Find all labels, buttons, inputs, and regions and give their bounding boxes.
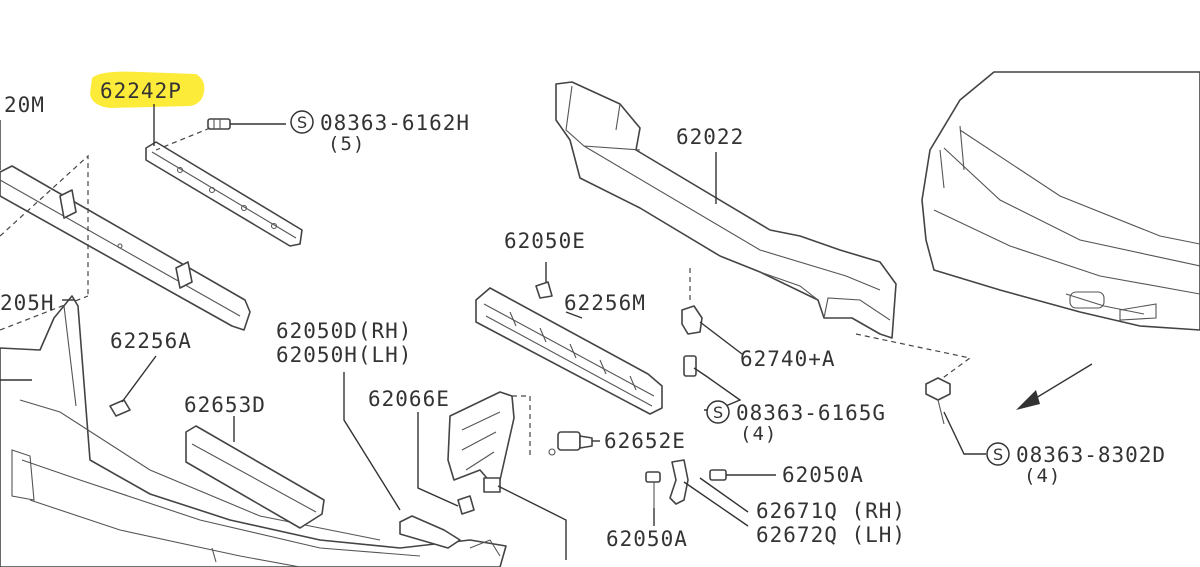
bracket-62050d-h (399, 515, 501, 557)
link-62671q (669, 459, 689, 505)
bumper-absorber-62022 (555, 81, 897, 339)
label-08363-6162h-qty: (5) (328, 133, 365, 155)
screw-08363-6162h (207, 118, 231, 130)
label-62050a-lower: 62050A (606, 527, 688, 551)
grille-insert-62653d (185, 425, 325, 529)
screw-62256a (109, 399, 131, 417)
s-mark-2-text: S (713, 403, 723, 422)
highlight-marker (90, 71, 205, 108)
bolt-08363-8302d (925, 377, 951, 425)
clip-62050e (535, 281, 553, 299)
label-62050h: 62050H(LH) (276, 343, 412, 367)
bracket-62740a (681, 305, 703, 377)
label-62022: 62022 (676, 125, 744, 149)
s-mark-2 (706, 400, 730, 424)
connector-62652e (548, 431, 593, 456)
label-62672q: 62672Q (LH) (756, 523, 906, 547)
clip-62050a-right (709, 469, 727, 481)
s-mark-1-text: S (297, 113, 307, 132)
grille-bracket-62256m (475, 287, 663, 415)
label-62050d: 62050D(RH) (276, 319, 412, 343)
s-mark-1 (290, 110, 314, 134)
label-08363-6162h: 08363-6162H (320, 111, 470, 135)
label-62653d: 62653D (184, 393, 266, 417)
label-62256m: 62256M (564, 291, 646, 315)
label-62066e: 62066E (368, 387, 450, 411)
label-62242p: 62242P (100, 79, 182, 103)
label-20m: 20M (4, 93, 45, 117)
label-08363-8302d: 08363-8302D (1016, 443, 1166, 467)
label-62740a: 62740+A (740, 347, 836, 371)
bracket-62242p (145, 141, 303, 247)
label-62671q: 62671Q (RH) (756, 499, 906, 523)
direction-arrow (1016, 363, 1093, 410)
label-62652e: 62652E (604, 429, 686, 453)
label-62050e: 62050E (504, 229, 586, 253)
label-08363-6165g: 08363-6165G (736, 401, 886, 425)
clip-62066e (457, 495, 475, 515)
bumper-fascia (0, 295, 507, 567)
s-mark-3 (986, 442, 1010, 466)
label-62050a-right: 62050A (782, 463, 864, 487)
clip-62050a-lower (645, 471, 661, 508)
label-62256a: 62256A (110, 329, 192, 353)
label-205h: 205H (0, 291, 55, 315)
s-mark-3-text: S (993, 445, 1003, 464)
reinforcement-bar-20m (0, 165, 251, 331)
vehicle-front-view (921, 71, 1200, 331)
side-bracket (447, 391, 531, 493)
label-08363-6165g-qty: (4) (740, 423, 777, 445)
label-08363-8302d-qty: (4) (1024, 465, 1061, 487)
